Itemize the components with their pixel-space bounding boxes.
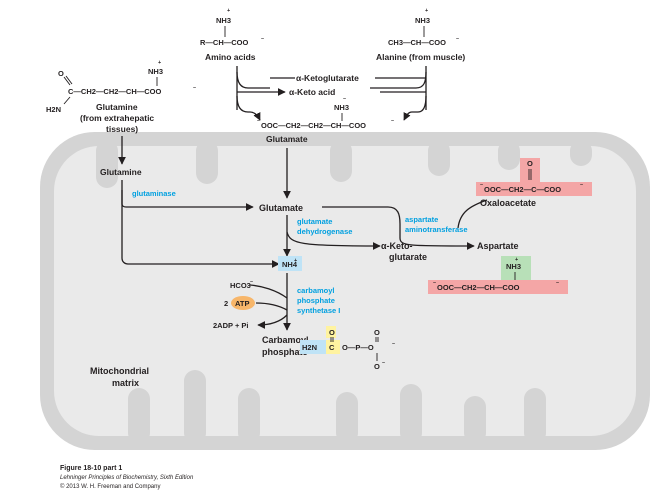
ketoglutarate-matrix-label-2: glutarate (389, 252, 427, 262)
aspartate-amino-box (501, 256, 531, 280)
hco3-arrow (249, 284, 288, 299)
cps-label-3: synthetase I (297, 306, 340, 315)
svg-text:+: + (425, 8, 428, 14)
svg-text:H2N: H2N (302, 343, 317, 352)
compartment-label-1: Mitochondrial (90, 366, 149, 376)
svg-text:+: + (227, 8, 230, 14)
aat-label-2: aminotransferase (405, 225, 468, 234)
svg-text:–: – (257, 118, 260, 124)
caption-copyright: © 2013 W. H. Freeman and Company (60, 483, 160, 490)
alanine-structure: + NH3 CH3—CH—COO – Alanine (from muscle) (376, 8, 465, 62)
svg-text:OOC—CH2—CH—COO: OOC—CH2—CH—COO (437, 283, 520, 292)
svg-text:–: – (480, 182, 483, 188)
nh4-box (278, 256, 302, 271)
oxaloacetate-label: Oxaloacetate (480, 198, 536, 208)
svg-text:–: – (580, 182, 583, 188)
aat-arrow (322, 206, 475, 250)
svg-text:+: + (294, 258, 297, 264)
aspartate-structure: + NH3 – OOC—CH2—CH—COO – (428, 256, 568, 294)
carbamoyl-label-2: phosphate (262, 347, 308, 357)
keto-acid-label: α-Keto acid (289, 87, 335, 97)
svg-text:–: – (250, 279, 253, 285)
hco3-label: HCO3 (230, 281, 251, 290)
svg-text:OOC—CH2—CH2—CH—COO: OOC—CH2—CH2—CH—COO (261, 121, 366, 130)
svg-text:C: C (329, 343, 335, 352)
aspartate-box (428, 280, 568, 294)
svg-text:–: – (433, 280, 436, 286)
svg-text:–: – (556, 280, 559, 286)
oxaloacetate-arrow (457, 199, 488, 229)
svg-text:CH3—CH—COO: CH3—CH—COO (388, 38, 446, 47)
glutamine-ext-label-2: (from extrahepatic (80, 113, 154, 123)
svg-text:O: O (329, 328, 335, 337)
svg-text:O: O (527, 159, 533, 168)
svg-text:O: O (374, 328, 380, 337)
nh4-label: NH4 (282, 260, 298, 269)
svg-text:–: – (391, 118, 394, 124)
svg-text:–: – (392, 341, 395, 347)
atp-arrow (255, 302, 288, 311)
svg-text:+: + (158, 60, 161, 66)
compartment-label-2: matrix (112, 378, 139, 388)
glutamine-ext-label-3: tissues) (106, 124, 138, 134)
glutamate-top-label: Glutamate (266, 134, 308, 144)
svg-text:–: – (456, 36, 459, 42)
gdh-keto-arrow (286, 231, 381, 250)
gdh-label-1: glutamate (297, 217, 332, 226)
amino-acids-structure: + NH3 R—CH—COO – Amino acids (200, 8, 264, 62)
svg-text:O: O (374, 362, 380, 371)
mitochondrion (40, 132, 650, 450)
cps-label-1: carbamoyl (297, 286, 335, 295)
svg-text:O: O (58, 69, 64, 78)
glutamate-matrix-label: Glutamate (259, 203, 303, 213)
svg-text:NH3: NH3 (148, 67, 163, 76)
glutaminase-label: glutaminase (132, 189, 176, 198)
glutamine-ext-structure: + NH3 O C—CH2—CH2—CH—COO – H2N Glutamine… (46, 60, 196, 134)
svg-text:O—P—O: O—P—O (342, 343, 374, 352)
cristae-top (96, 140, 592, 188)
aspartate-label: Aspartate (477, 241, 519, 251)
svg-text:OOC—CH2—C—COO: OOC—CH2—C—COO (484, 185, 561, 194)
gdh-label-2: dehydrogenase (297, 227, 352, 236)
oxaloacetate-structure: O – OOC—CH2—C—COO – Oxaloacetate (476, 158, 592, 208)
ketoglutarate-label: α-Ketoglutarate (296, 73, 359, 83)
ketoglutarate-matrix-label-1: α-Keto- (381, 241, 413, 251)
svg-text:–: – (261, 36, 264, 42)
svg-text:NH3: NH3 (506, 262, 521, 271)
adp-pi-label: 2ADP + Pi (213, 321, 249, 330)
cristae-bottom (128, 370, 546, 444)
carbamoyl-phosphate-structure: O O H2N C O—P—O – O – (300, 326, 395, 371)
cps-label-2: phosphate (297, 296, 335, 305)
carbamoyl-h2n-box (300, 340, 326, 354)
aat-label-1: aspartate (405, 215, 438, 224)
svg-text:+: + (515, 257, 518, 263)
carbamoyl-c-box (326, 340, 340, 354)
svg-text:NH3: NH3 (216, 16, 231, 25)
svg-text:NH3: NH3 (415, 16, 430, 25)
transamination: α-Ketoglutarate α-Keto acid – NH3 – OOC—… (236, 66, 427, 144)
svg-text:–: – (343, 96, 346, 102)
oxaloacetate-box (476, 182, 592, 196)
atp-label: ATP (235, 299, 249, 308)
adp-arrow (257, 314, 288, 329)
atp-oval (231, 296, 255, 310)
alanine-label: Alanine (from muscle) (376, 52, 465, 62)
svg-text:C—CH2—CH2—CH—COO: C—CH2—CH2—CH—COO (68, 87, 162, 96)
svg-text:NH3: NH3 (334, 103, 349, 112)
svg-text:R—CH—COO: R—CH—COO (200, 38, 248, 47)
caption-book: Lehninger Principles of Biochemistry, Si… (60, 475, 194, 481)
atp-count: 2 (224, 299, 228, 308)
svg-text:–: – (382, 360, 385, 366)
glutamine-matrix-label: Glutamine (100, 167, 142, 177)
mitochondrion-matrix (54, 146, 636, 436)
svg-text:–: – (193, 85, 196, 91)
carbamoyl-label-1: Carbamoyl (262, 335, 309, 345)
glutamine-ext-label-1: Glutamine (96, 102, 138, 112)
caption-title: Figure 18-10 part 1 (60, 465, 122, 472)
amino-acids-label: Amino acids (205, 52, 256, 62)
glutamine-nh4-arrow (121, 190, 280, 268)
svg-text:H2N: H2N (46, 105, 61, 114)
